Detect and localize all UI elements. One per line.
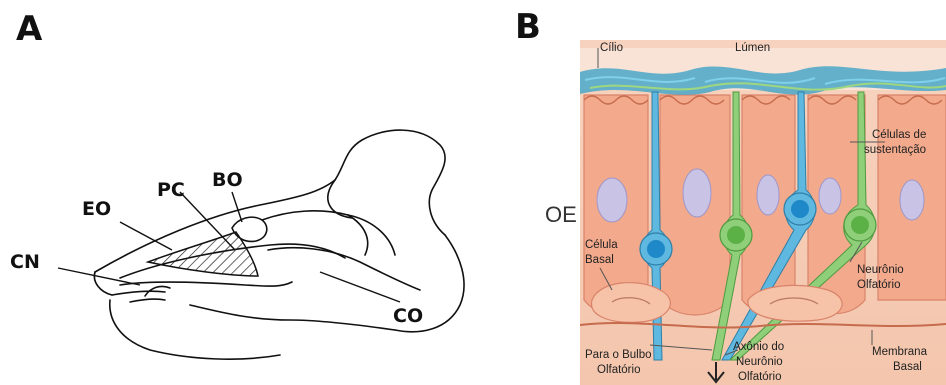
label-neuronio-2: Olfatório (857, 279, 900, 291)
label-sustentacao-2: sustentação (864, 144, 926, 156)
label-sustentacao-1: Células de (872, 129, 926, 141)
label-basal-1: Célula (585, 239, 618, 251)
label-bulbo-2: Olfatório (597, 364, 640, 376)
label-basal-2: Basal (585, 254, 614, 266)
label-axonio-2: Neurônio (736, 356, 783, 368)
label-neuronio-1: Neurônio (857, 264, 904, 276)
label-axonio-1: Axônio do (733, 341, 784, 353)
label-oe: OE (545, 202, 577, 227)
label-axonio-3: Olfatório (738, 371, 781, 383)
label-bulbo-1: Para o Bulbo (585, 349, 652, 361)
label-membrana-2: Basal (893, 361, 922, 373)
label-membrana-1: Membrana (872, 346, 928, 358)
label-lumen: Lúmen (735, 42, 770, 54)
label-cilio: Cílio (600, 42, 623, 54)
